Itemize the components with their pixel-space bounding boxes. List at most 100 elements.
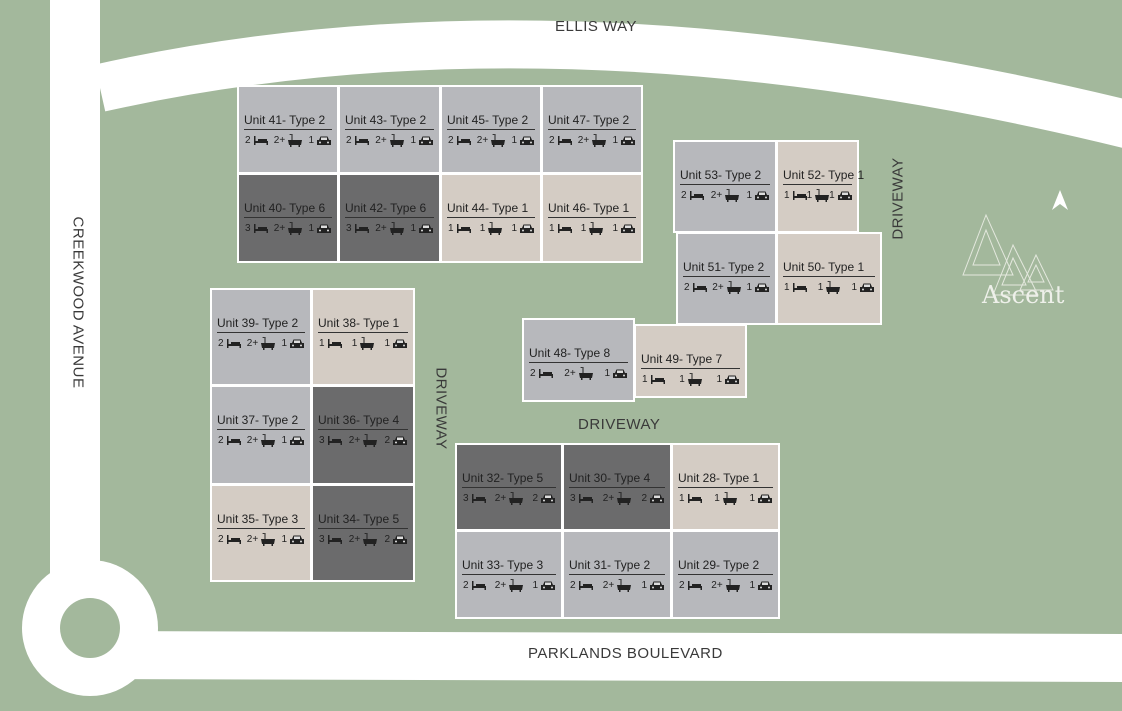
parking: 2 bbox=[641, 493, 664, 504]
bedrooms: 1 bbox=[679, 493, 702, 504]
unit-label: Unit 40- Type 6 bbox=[244, 201, 332, 218]
unit-28[interactable]: Unit 28- Type 1 1 1 1 bbox=[671, 443, 780, 531]
parking: 1 bbox=[410, 135, 433, 146]
unit-51[interactable]: Unit 51- Type 2 2 2+ 1 bbox=[676, 232, 777, 325]
unit-specs: 2 2+ 1 bbox=[245, 134, 331, 147]
bathtub-icon bbox=[726, 281, 741, 294]
unit-35[interactable]: Unit 35- Type 3 2 2+ 1 bbox=[210, 484, 312, 582]
ellis-way-label: ELLIS WAY bbox=[555, 18, 638, 35]
car-icon bbox=[290, 339, 304, 349]
ellis-way-road bbox=[94, 20, 1122, 148]
bathrooms: 2+ bbox=[247, 533, 276, 546]
bedrooms: 2 bbox=[570, 580, 593, 591]
unit-41[interactable]: Unit 41- Type 2 2 2+ 1 bbox=[237, 85, 339, 174]
bathtub-icon bbox=[826, 281, 841, 294]
bedroom-count: 2 bbox=[679, 580, 685, 591]
unit-31[interactable]: Unit 31- Type 2 2 2+ 1 bbox=[562, 530, 672, 619]
bedrooms: 3 bbox=[346, 223, 369, 234]
unit-32[interactable]: Unit 32- Type 5 3 2+ 2 bbox=[455, 443, 563, 531]
unit-48[interactable]: Unit 48- Type 8 2 2+ 1 bbox=[522, 318, 635, 402]
bathroom-count: 2+ bbox=[375, 135, 387, 146]
unit-53[interactable]: Unit 53- Type 2 2 2+ 1 bbox=[673, 140, 777, 233]
parking: 1 bbox=[641, 580, 664, 591]
car-icon bbox=[755, 283, 769, 293]
unit-30[interactable]: Unit 30- Type 4 3 2+ 2 bbox=[562, 443, 672, 531]
parking-count: 1 bbox=[612, 135, 618, 146]
bedrooms: 2 bbox=[218, 534, 241, 545]
unit-specs: 1 1 1 bbox=[319, 337, 407, 350]
driveway-label-center: DRIVEWAY bbox=[578, 416, 661, 433]
unit-34[interactable]: Unit 34- Type 5 3 2+ 2 bbox=[311, 484, 415, 582]
bathrooms: 2+ bbox=[495, 579, 524, 592]
unit-46[interactable]: Unit 46- Type 1 1 1 1 bbox=[541, 173, 643, 263]
bedroom-count: 3 bbox=[570, 493, 576, 504]
parking: 1 bbox=[281, 534, 304, 545]
parking-count: 1 bbox=[511, 135, 517, 146]
unit-37[interactable]: Unit 37- Type 2 2 2+ 1 bbox=[210, 385, 312, 485]
bathroom-count: 2+ bbox=[246, 435, 259, 446]
unit-label: Unit 50- Type 1 bbox=[783, 260, 875, 277]
bathroom-count: 1 bbox=[351, 338, 358, 349]
parking-count: 1 bbox=[308, 135, 314, 146]
unit-43[interactable]: Unit 43- Type 2 2 2+ 1 bbox=[338, 85, 441, 174]
car-icon bbox=[725, 375, 739, 385]
unit-47[interactable]: Unit 47- Type 2 2 2+ 1 bbox=[541, 85, 643, 174]
bathroom-count: 2+ bbox=[710, 190, 723, 201]
unit-label: Unit 35- Type 3 bbox=[217, 512, 305, 529]
unit-44[interactable]: Unit 44- Type 1 1 1 1 bbox=[440, 173, 542, 263]
bed-icon bbox=[327, 339, 342, 348]
unit-label: Unit 31- Type 2 bbox=[569, 558, 665, 575]
parking-count: 2 bbox=[384, 534, 390, 545]
bedroom-count: 3 bbox=[346, 223, 352, 234]
bathroom-count: 1 bbox=[806, 190, 813, 201]
unit-52[interactable]: Unit 52- Type 1 1 1 1 bbox=[776, 140, 864, 233]
unit-specs: 3 2+ 1 bbox=[245, 222, 331, 235]
unit-36[interactable]: Unit 36- Type 4 3 2+ 2 bbox=[311, 385, 415, 485]
bedrooms: 1 bbox=[549, 223, 572, 234]
parking-count: 1 bbox=[612, 223, 618, 234]
bedrooms: 2 bbox=[218, 338, 241, 349]
bedrooms: 1 bbox=[319, 338, 342, 349]
bathroom-count: 2+ bbox=[246, 338, 259, 349]
parking: 1 bbox=[410, 223, 433, 234]
unit-50[interactable]: Unit 50- Type 1 1 1 1 bbox=[776, 232, 882, 325]
unit-45[interactable]: Unit 45- Type 2 2 2+ 1 bbox=[440, 85, 542, 174]
bathrooms: 2+ bbox=[246, 337, 276, 350]
bathroom-count: 1 bbox=[714, 493, 720, 504]
bed-icon bbox=[253, 136, 268, 145]
unit-33[interactable]: Unit 33- Type 3 2 2+ 1 bbox=[455, 530, 563, 619]
unit-49[interactable]: Unit 49- Type 7 1 1 1 bbox=[634, 324, 747, 398]
parking-count: 1 bbox=[851, 282, 857, 293]
parking: 1 bbox=[281, 338, 304, 349]
unit-38[interactable]: Unit 38- Type 1 1 1 1 bbox=[311, 288, 415, 386]
car-icon bbox=[520, 224, 534, 234]
bedrooms: 2 bbox=[218, 435, 241, 446]
unit-label: Unit 34- Type 5 bbox=[318, 512, 408, 529]
bathrooms: 2+ bbox=[477, 134, 506, 147]
parking-count: 2 bbox=[384, 435, 390, 446]
car-icon bbox=[290, 535, 304, 545]
bathrooms: 2+ bbox=[274, 222, 303, 235]
parklands-boulevard-road bbox=[89, 631, 1122, 682]
bathroom-count: 1 bbox=[679, 374, 685, 385]
unit-specs: 1 1 1 bbox=[549, 222, 635, 235]
bathrooms: 2+ bbox=[246, 434, 276, 447]
parklands-boulevard-label: PARKLANDS BOULEVARD bbox=[528, 645, 723, 662]
bathrooms: 2+ bbox=[375, 134, 404, 147]
bathrooms: 2+ bbox=[375, 222, 404, 235]
unit-39[interactable]: Unit 39- Type 2 2 2+ 1 bbox=[210, 288, 312, 386]
unit-specs: 1 1 1 bbox=[784, 189, 852, 202]
bedrooms: 2 bbox=[245, 135, 268, 146]
bed-icon bbox=[557, 136, 572, 145]
unit-29[interactable]: Unit 29- Type 2 2 2+ 1 bbox=[671, 530, 780, 619]
bedroom-count: 1 bbox=[642, 374, 648, 385]
unit-42[interactable]: Unit 42- Type 6 3 2+ 1 bbox=[338, 173, 441, 263]
bathtub-icon bbox=[363, 533, 378, 546]
parking-count: 1 bbox=[384, 338, 390, 349]
bathrooms: 1 bbox=[679, 373, 702, 386]
parking: 1 bbox=[746, 282, 769, 293]
bathroom-count: 2+ bbox=[602, 493, 615, 504]
car-icon bbox=[613, 369, 627, 379]
unit-40[interactable]: Unit 40- Type 6 3 2+ 1 bbox=[237, 173, 339, 263]
unit-label: Unit 52- Type 1 bbox=[783, 168, 864, 185]
